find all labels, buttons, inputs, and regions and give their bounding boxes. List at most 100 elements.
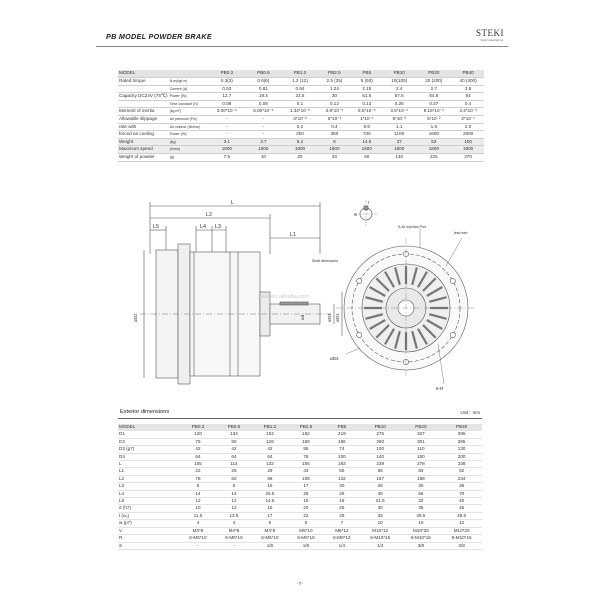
cooling-fin xyxy=(422,277,437,292)
spec-cell: 1800 xyxy=(350,145,383,154)
spec-cell: 100 xyxy=(452,138,484,147)
ext-cell: M4*8 xyxy=(215,527,252,536)
spec-cell: - xyxy=(245,115,282,124)
ext-cell: 3/8 xyxy=(441,542,482,550)
ext-cell: 15 xyxy=(251,482,288,491)
exterior-dimensions-header: Exterior dimensions Unit：mm xyxy=(118,409,482,419)
cooling-fin xyxy=(417,328,428,345)
ext-column-header: PB40 xyxy=(441,424,482,432)
ext-row-label: L5 xyxy=(118,497,180,506)
spec-row-sublabel: (kg) xyxy=(168,138,209,147)
side-view xyxy=(140,200,378,385)
ext-cell: 30 xyxy=(400,482,442,491)
bolt-label-6R: 6-R xyxy=(436,386,444,391)
ext-cell: 276 xyxy=(359,430,401,439)
cooling-fin xyxy=(369,319,386,330)
ext-cell: 38.5 xyxy=(400,512,442,521)
page-header: PB MODEL POWDER BRAKE STEKI Steki Indust… xyxy=(96,24,508,47)
cooling-fin xyxy=(365,313,384,320)
ext-cell: 30 xyxy=(323,482,360,491)
spec-cell: 7.5 xyxy=(208,153,246,162)
cooling-fin xyxy=(375,324,390,339)
ext-cell: M10*12 xyxy=(359,527,401,536)
brand-subtitle: Steki Industrial Co. xyxy=(480,38,504,42)
ext-cell: 14.5 xyxy=(251,497,288,506)
ext-cell: M6*12 xyxy=(323,527,360,536)
spec-row-sublabel: (kg.m²) xyxy=(168,107,209,116)
spec-cell: 20 (200) xyxy=(415,77,453,86)
ext-cell: - xyxy=(180,542,216,550)
ext-cell: 338 xyxy=(441,460,482,469)
spec-cell: 140 xyxy=(382,153,416,162)
ext-cell: 239 xyxy=(359,460,401,469)
ext-cell: 13.5 xyxy=(215,512,252,521)
spec-cell: 37 xyxy=(382,138,416,147)
ext-cell: 98 xyxy=(251,475,288,484)
spec-row-label: Maximum speed xyxy=(118,145,169,154)
spec-row-sublabel: Air volume (NI/min) xyxy=(168,123,209,132)
spec-cell: 5.2 xyxy=(281,138,319,147)
spec-column-header: PB0.3 xyxy=(208,70,246,78)
lead-wire-label: lead wire xyxy=(454,231,468,235)
ext-cell: - xyxy=(215,542,252,550)
spec-cell: 3.5 xyxy=(452,85,484,94)
spec-cell: 9 xyxy=(318,138,351,147)
ext-cell: 33 xyxy=(359,512,401,521)
ext-cell: 21.5 xyxy=(359,497,401,506)
dim-label-t: t xyxy=(368,200,370,205)
spec-row-label: Weight of powder xyxy=(118,153,169,162)
cooling-fin xyxy=(428,313,447,320)
ext-cell: M10*20 xyxy=(400,527,442,536)
ext-cell: 29 xyxy=(251,467,288,476)
cooling-fin xyxy=(428,296,447,303)
ext-cell: 30 xyxy=(359,504,401,513)
ext-cell: 234 xyxy=(441,475,482,484)
spec-cell: 1600 xyxy=(415,130,453,139)
bolt-hole xyxy=(356,332,363,338)
spec-cell: 5*10⁻² xyxy=(318,115,351,124)
ext-cell: 1/8 xyxy=(287,542,324,550)
ext-cell: 126 xyxy=(251,438,288,447)
spec-cell: 1.34*10⁻⁵ xyxy=(281,107,319,116)
ext-column-header: PB10 xyxy=(359,424,401,432)
ext-cell: 26 xyxy=(287,490,324,499)
spec-cell: - xyxy=(208,115,246,124)
spec-cell: 2800 xyxy=(452,130,484,139)
ext-cell: 80 xyxy=(215,438,252,447)
spec-row-label: Allowable slippage xyxy=(118,115,169,124)
technical-drawing: L L2 L5 L4 L3 L1 øD2 ød øD3 øD1 øD4 t w … xyxy=(133,200,476,391)
spec-cell: 225 xyxy=(415,153,453,162)
ext-cell: 193 xyxy=(323,460,360,469)
spec-cell: 10 xyxy=(245,153,282,162)
ext-cell: 15 xyxy=(287,497,324,506)
shaft-dimensions-label: Shaft dimensions xyxy=(312,259,338,263)
ext-row-label: D4 xyxy=(118,453,180,462)
spec-cell: 0.4 xyxy=(452,100,484,109)
spec-cell: 1800 xyxy=(281,145,319,154)
cooling-fin xyxy=(422,324,437,339)
spec-cell: 12.7 xyxy=(208,92,246,101)
ext-cell: 64 xyxy=(251,453,288,462)
spec-cell: 0.12 xyxy=(318,100,351,109)
spec-cell: 3.8*10⁻⁵ xyxy=(318,107,351,116)
ext-cell: 78 xyxy=(180,475,216,484)
ext-cell: 327 xyxy=(400,430,442,439)
spec-column-header: PB1.2 xyxy=(281,70,319,78)
ext-row-label: w (p7) xyxy=(118,519,180,528)
spec-cell: 370 xyxy=(452,153,484,162)
spec-cell: 40 (400) xyxy=(452,77,484,86)
spec-cell: 0.13 xyxy=(350,100,383,109)
spec-cell: 5*10⁻² xyxy=(415,115,453,124)
spec-cell: 250 xyxy=(281,130,319,139)
